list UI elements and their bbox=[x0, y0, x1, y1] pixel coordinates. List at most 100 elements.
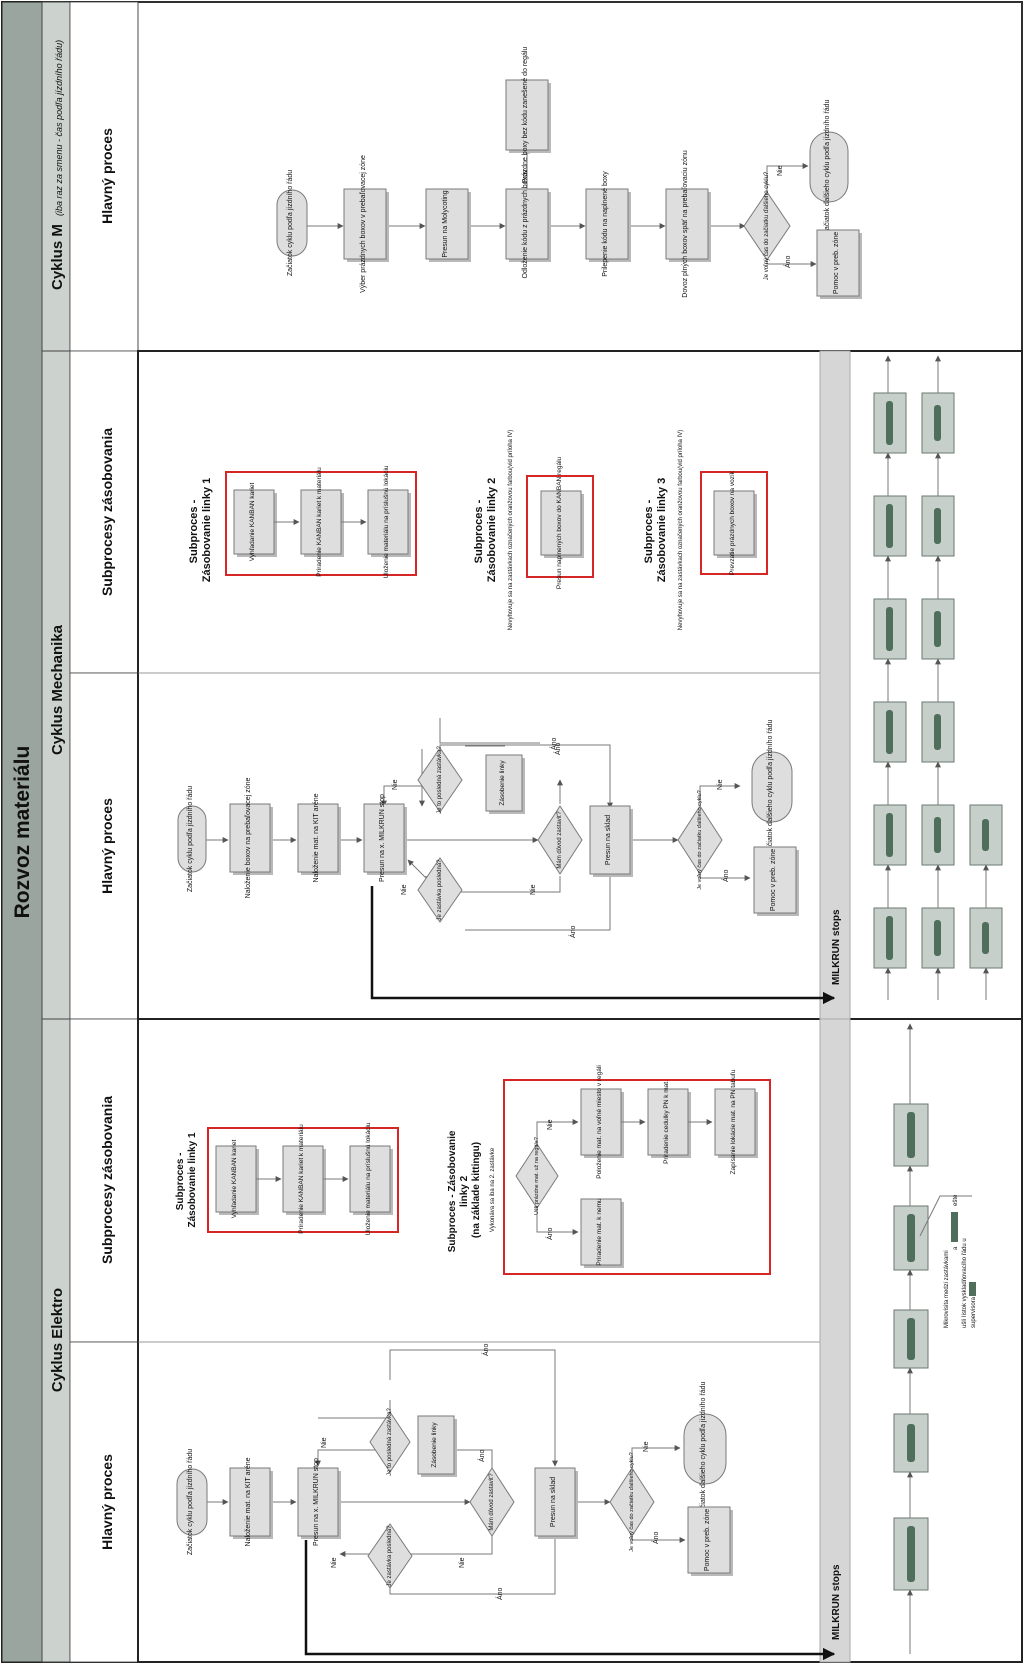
lane-label-elektro-sub: Subprocesy zásobovania bbox=[99, 1096, 115, 1264]
svg-text:Presun naplnených boxov do KAN: Presun naplnených boxov do KANBAN regálu bbox=[556, 456, 563, 589]
elektro-sub2-title: Subproces - Zásobovanie linky 2 (na zákl… bbox=[447, 1128, 482, 1252]
svg-text:Pomoc v preb. zóne: Pomoc v preb. zóne bbox=[770, 849, 777, 911]
elektro-supply: Zásobenie linky bbox=[417, 1415, 457, 1477]
elektro-decision-3: Je to posledná zastávka? bbox=[369, 1407, 411, 1476]
page-title: Rozvoz materiálu bbox=[11, 746, 34, 919]
elektro-step-1: Naloženie mat. na KIT aréne bbox=[229, 1457, 273, 1546]
mech-sub3: Subproces - Zásobovanie linky 3 Nevyhovu… bbox=[643, 430, 768, 630]
m-start: Začiatok cyklu podľa jízdního řádu bbox=[276, 170, 308, 276]
svg-text:Presun na sklad: Presun na sklad bbox=[605, 815, 612, 865]
svg-text:Pomoc v preb. zóne: Pomoc v preb. zóne bbox=[704, 1509, 711, 1571]
mech-label-yes-3: Áno bbox=[553, 742, 562, 755]
svg-text:Uloženie materiálu na príslušn: Uloženie materiálu na príslušnú lokáciu bbox=[365, 1122, 372, 1235]
mech-sub3-title: Subproces - Zásobovanie linky 3 bbox=[643, 478, 668, 583]
svg-text:Vyhľadanie KANBAN kariet: Vyhľadanie KANBAN kariet bbox=[249, 483, 256, 562]
elektro-end: Začiatok ďalšieho cyklu podľa jízdního ř… bbox=[683, 1382, 727, 1517]
elektro-step-2: Presun na x. MILKRUN stop bbox=[297, 1458, 341, 1546]
svg-text:Je to posledná zastávka?: Je to posledná zastávka? bbox=[387, 1407, 393, 1475]
mech-label-yes-4: Áno bbox=[721, 869, 730, 882]
elektro-help: Pomoc v preb. zóne bbox=[687, 1506, 733, 1576]
elektro-sub2-note: Vykonáva sa iba na 2. zastávke bbox=[490, 1147, 496, 1232]
milkrun-bar-mech bbox=[819, 350, 851, 1020]
mech-label-yes-2: Áno bbox=[568, 925, 577, 938]
svg-text:Výber prázdnych boxov v prebaľ: Výber prázdnych boxov v prebaľovacej zón… bbox=[360, 155, 367, 293]
lane-label-elektro-main: Hlavný proces bbox=[99, 1454, 115, 1550]
m-step-3-side: Prázdne boxy bez kódu zanešené do regálu bbox=[505, 47, 551, 184]
svg-text:Priradenie cedulky PN k mat.: Priradenie cedulky PN k mat. bbox=[663, 1080, 670, 1164]
svg-text:Prevzatie prázdnych boxov na v: Prevzatie prázdnych boxov na vozík bbox=[729, 470, 736, 575]
svg-text:Áno: Áno bbox=[545, 1227, 554, 1240]
cycle-elektro-label: Cyklus Elektro bbox=[49, 1288, 66, 1392]
m-yes-label: Áno bbox=[783, 255, 792, 268]
svg-text:Zásobenie linky: Zásobenie linky bbox=[431, 1422, 438, 1468]
elektro-label-yes-2: Áno bbox=[477, 1449, 486, 1462]
svg-text:Začiatok ďalšieho cyklu podľa: Začiatok ďalšieho cyklu podľa jízdního ř… bbox=[700, 1382, 707, 1517]
mech-step-2: Naloženie mat. na KIT aréne bbox=[297, 793, 341, 882]
svg-text:Presun na sklad: Presun na sklad bbox=[550, 1477, 557, 1527]
cycle-elektro-header bbox=[41, 1018, 71, 1663]
elektro-label-no-1: Nie bbox=[459, 1557, 466, 1568]
svg-text:Prilepenie kódu na naplnené bo: Prilepenie kódu na naplnené boxy bbox=[602, 171, 609, 277]
milkrun-label-mech: MILKRUN stops bbox=[831, 909, 842, 985]
svg-text:Mám dôvod zastaviť?: Mám dôvod zastaviť? bbox=[489, 1473, 495, 1531]
m-help: Pomoc v preb. zóne bbox=[816, 229, 862, 299]
mech-decision-1: Mám dôvod zastaviť? bbox=[537, 805, 583, 875]
mech-supply: Zásobenie linky bbox=[485, 754, 525, 814]
svg-text:supervisora: supervisora bbox=[971, 1296, 977, 1328]
m-step-1: Výber prázdnych boxov v prebaľovacej zón… bbox=[343, 155, 389, 293]
svg-text:Prázdne boxy bez kódu zanešené: Prázdne boxy bez kódu zanešené do regálu bbox=[522, 47, 529, 184]
svg-text:Naloženie mat. na KIT aréne: Naloženie mat. na KIT aréne bbox=[245, 1457, 252, 1546]
svg-text:Presun na Molycoting: Presun na Molycoting bbox=[442, 190, 449, 257]
mech-label-no-1: Nie bbox=[530, 884, 537, 895]
mech-label-no-3: Nie bbox=[392, 779, 399, 790]
mech-sub2-title: Subproces - Zásobovanie linky 2 bbox=[473, 478, 498, 583]
svg-text:Je voľný čas do začiatku ďalši: Je voľný čas do začiatku ďalšieho cyklu? bbox=[764, 171, 770, 280]
milkrun-bar-elektro bbox=[819, 1018, 851, 1663]
mech-step-3: Presun na x. MILKRUN stop bbox=[363, 794, 407, 882]
svg-text:a: a bbox=[953, 1246, 959, 1250]
svg-text:Mikrovisita medzi zastávkami: Mikrovisita medzi zastávkami bbox=[944, 1250, 950, 1328]
mech-help: Pomoc v preb. zóne bbox=[753, 846, 799, 916]
svg-text:Je voľný čas do začiatku ďalši: Je voľný čas do začiatku ďalšieho cyklu? bbox=[629, 1452, 635, 1551]
mech-loop-connector bbox=[370, 886, 836, 1005]
svg-text:Priradenie mat. k nemu: Priradenie mat. k nemu bbox=[596, 1198, 603, 1266]
svg-text:Uloženie materiálu na príslušn: Uloženie materiálu na príslušnú lokáciu bbox=[383, 465, 390, 578]
elektro-label-yes-1: Áno bbox=[481, 1343, 490, 1356]
svg-text:Položenie mat. na voľné miesto: Položenie mat. na voľné miesto v regáli bbox=[596, 1065, 603, 1179]
mech-main-flow bbox=[201, 718, 751, 931]
mech-decision-2: Je zastávka posledná? bbox=[417, 857, 463, 923]
m-step-3: Odloženie kódu z prázdnych boxov bbox=[505, 169, 551, 278]
svg-text:Mám dôvod zastaviť?: Mám dôvod zastaviť? bbox=[557, 811, 563, 869]
lane-label-mech-sub: Subprocesy zásobovania bbox=[99, 428, 115, 596]
mech-end: Začiatok ďalšieho cyklu podľa jízdního ř… bbox=[751, 720, 793, 855]
cycle-m-header bbox=[41, 1, 71, 352]
m-end: Začiatok ďalšieho cyklu podľa jízdního ř… bbox=[809, 100, 849, 234]
svg-text:Priradenie KANBAN kariet k mat: Priradenie KANBAN kariet k materiálu bbox=[298, 1124, 305, 1234]
mech-sub3-note: Nevyhovuje sa na zastávkach označených o… bbox=[678, 430, 684, 630]
mech-start: Začiatok cyklu podľa jízdního řádu bbox=[177, 786, 207, 892]
svg-text:Dovoz plných boxov späť na pre: Dovoz plných boxov späť na prebaľovaciu … bbox=[682, 150, 689, 298]
elektro-label-no-4: Nie bbox=[643, 1441, 650, 1452]
mech-sub1-title: Subproces - Zásobovanie linky 1 bbox=[188, 478, 213, 583]
svg-text:ešte: ešte bbox=[953, 1194, 959, 1206]
mech-sub2: Subproces - Zásobovanie linky 2 Nevyhovu… bbox=[473, 430, 594, 630]
svg-text:Pomoc v preb. zóne: Pomoc v preb. zóne bbox=[833, 232, 840, 294]
svg-text:Zapísanie lokácie mat. na PN t: Zapísanie lokácie mat. na PN tabuľu bbox=[730, 1069, 737, 1174]
svg-text:Nie: Nie bbox=[547, 1119, 554, 1130]
mech-sub2-note: Nevyhovuje sa na zastávkach označených o… bbox=[508, 430, 514, 630]
svg-text:Odloženie kódu z prázdnych box: Odloženie kódu z prázdnych boxov bbox=[522, 169, 529, 278]
mech-sub1: Subproces - Zásobovanie linky 1 Vyhľadan… bbox=[188, 465, 417, 583]
svg-text:Presun na x. MILKRUN stop: Presun na x. MILKRUN stop bbox=[379, 794, 386, 882]
title-bar bbox=[1, 1, 43, 1663]
mech-label-no-2: Nie bbox=[401, 884, 408, 895]
elektro-label-yes-3: Áno bbox=[495, 1587, 504, 1600]
milkrun-label-elektro: MILKRUN stops bbox=[831, 1564, 842, 1640]
svg-text:Začiatok ďalšieho cyklu podľa: Začiatok ďalšieho cyklu podľa jízdního ř… bbox=[767, 720, 774, 855]
svg-text:Je voľný čas do začiatku ďalši: Je voľný čas do začiatku ďalšieho cyklu? bbox=[697, 790, 703, 889]
mech-decision-4: Je voľný čas do začiatku ďalšieho cyklu? bbox=[677, 790, 723, 890]
elektro-sub1-title: Subproces - Zásobovanie linky 1 bbox=[175, 1132, 198, 1227]
mech-decision-3: Je to posledná zastávka? bbox=[417, 745, 463, 814]
mech-label-no-4: Nie bbox=[717, 779, 724, 790]
mech-stops-row-3 bbox=[969, 804, 1003, 1000]
mech-stops-row-1 bbox=[873, 355, 907, 1000]
